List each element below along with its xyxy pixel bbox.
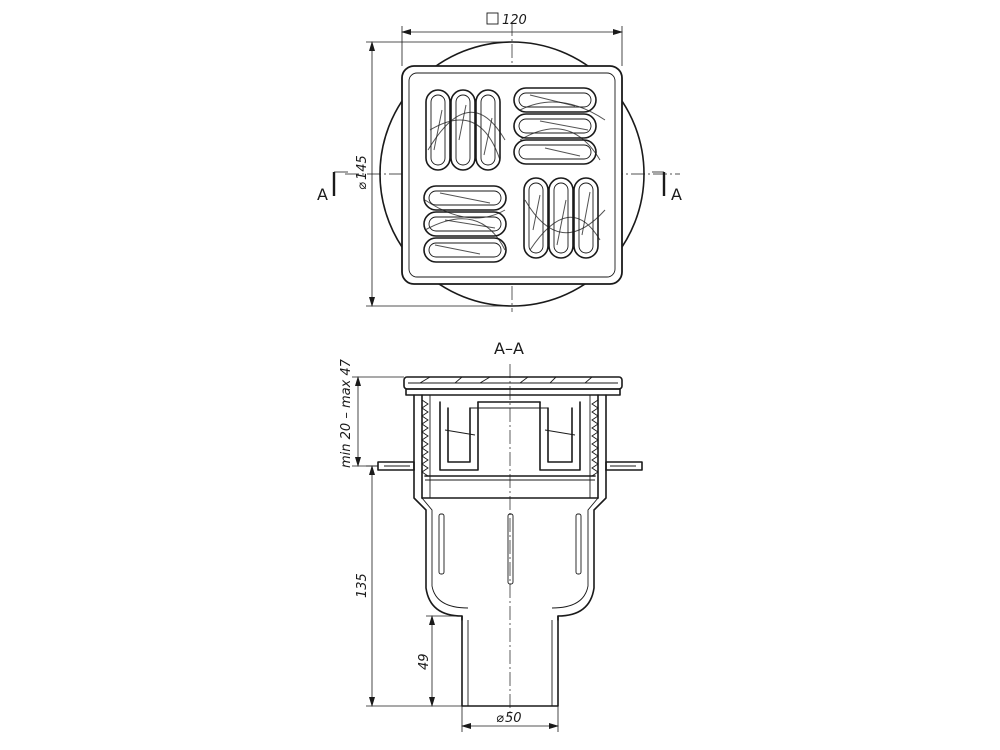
dim-width-label: 120 bbox=[502, 13, 527, 28]
section-mark-left-label: A bbox=[317, 185, 328, 204]
dim-total-height-label: 135 bbox=[355, 573, 370, 598]
section-mark-left: A bbox=[317, 171, 348, 204]
dim-width: 120 bbox=[401, 12, 623, 66]
section-view: min 20 – max 47 135 49 ⌀ 50 bbox=[339, 358, 643, 732]
dim-diameter: ⌀ 145 bbox=[355, 41, 512, 307]
dim-height-range-label: min 20 – max 47 bbox=[339, 358, 354, 468]
square-symbol-icon bbox=[486, 12, 499, 25]
grate-slots-bottom-left bbox=[423, 185, 507, 263]
dim-diameter-label: 145 bbox=[355, 155, 370, 180]
dim-outlet-diameter-label: 50 bbox=[505, 711, 522, 726]
section-grate bbox=[403, 376, 623, 396]
section-body bbox=[413, 469, 607, 621]
grate-frame bbox=[401, 65, 623, 285]
section-sleeve bbox=[413, 394, 607, 499]
section-mark-right-label: A bbox=[671, 185, 682, 204]
dim-outlet-diameter: ⌀ 50 bbox=[461, 706, 559, 732]
dim-total-height: 135 bbox=[355, 465, 462, 707]
dim-height-range: min 20 – max 47 bbox=[339, 358, 404, 468]
grate-slots-bottom-right bbox=[523, 177, 599, 259]
diameter-symbol-bottom-icon: ⌀ bbox=[496, 711, 504, 726]
section-outlet bbox=[461, 615, 559, 707]
grate-slots-top-left bbox=[425, 89, 501, 171]
top-view: 120 ⌀ 145 A A bbox=[317, 12, 682, 312]
section-title: A–A bbox=[494, 339, 524, 358]
section-odor-trap bbox=[424, 401, 596, 481]
diameter-symbol-icon: ⌀ bbox=[355, 182, 370, 190]
section-mark-right: A bbox=[652, 171, 682, 204]
dim-outlet-height: 49 bbox=[417, 615, 462, 707]
grate-slots-top-right bbox=[513, 87, 597, 165]
dim-outlet-height-label: 49 bbox=[417, 653, 432, 670]
